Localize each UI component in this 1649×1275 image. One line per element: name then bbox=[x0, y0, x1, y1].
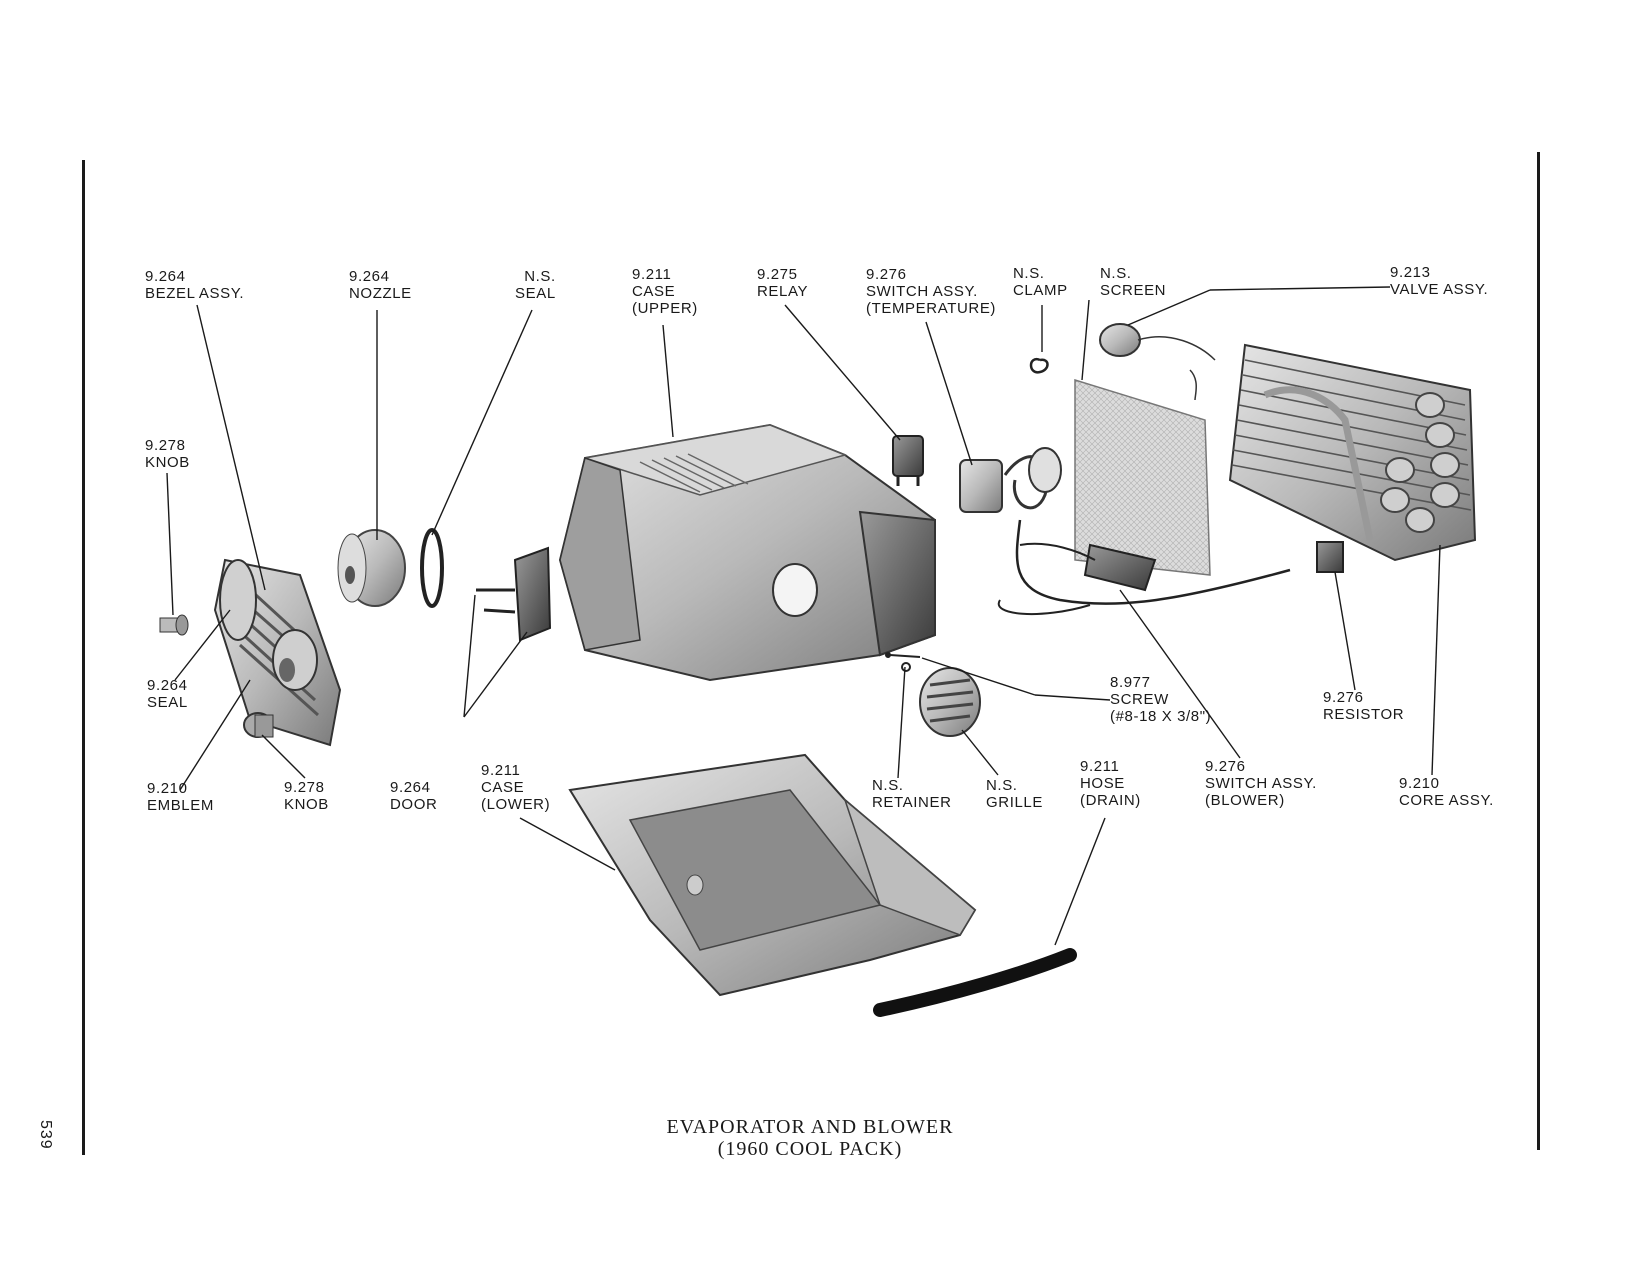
label-retainer: N.S.RETAINER bbox=[872, 777, 952, 811]
retainer-part bbox=[901, 662, 911, 672]
page-number: 539 bbox=[37, 1120, 54, 1150]
screen-part bbox=[1074, 378, 1211, 576]
knob-top-part bbox=[159, 614, 189, 636]
seal-ring-part bbox=[420, 528, 444, 608]
relay-part bbox=[892, 435, 924, 486]
blower-switch-part bbox=[997, 519, 1291, 615]
door-part bbox=[476, 546, 552, 642]
figure-title-line2: (1960 COOL PACK) bbox=[717, 1138, 903, 1160]
left-border-rule bbox=[82, 160, 85, 1155]
bezel-assembly-part bbox=[213, 558, 342, 747]
valve-assembly-part bbox=[1099, 323, 1216, 401]
knob-bottom-part bbox=[243, 712, 274, 738]
right-border-rule bbox=[1537, 152, 1540, 1150]
core-assembly-part bbox=[1228, 343, 1477, 562]
label-grille: N.S.GRILLE bbox=[986, 777, 1043, 811]
temperature-switch-part bbox=[959, 447, 1062, 513]
nozzle-part bbox=[337, 529, 406, 607]
drain-hose-part bbox=[873, 948, 1077, 1017]
grille-part bbox=[919, 667, 981, 737]
label-screen: N.S.SCREEN bbox=[1100, 265, 1167, 299]
screw-part bbox=[885, 652, 921, 658]
lower-case-part bbox=[568, 753, 977, 997]
figure-title: EVAPORATOR AND BLOWER (1960 COOL PACK) bbox=[560, 1116, 1060, 1160]
upper-case-part bbox=[558, 423, 936, 682]
label-clamp: N.S.CLAMP bbox=[1013, 265, 1068, 299]
clamp-part bbox=[1029, 357, 1049, 374]
leader-lines bbox=[166, 286, 1441, 946]
resistor-part bbox=[1316, 541, 1344, 573]
label-seal-ns: N.S.SEAL bbox=[515, 268, 556, 302]
figure-title-line1: EVAPORATOR AND BLOWER bbox=[666, 1116, 954, 1138]
